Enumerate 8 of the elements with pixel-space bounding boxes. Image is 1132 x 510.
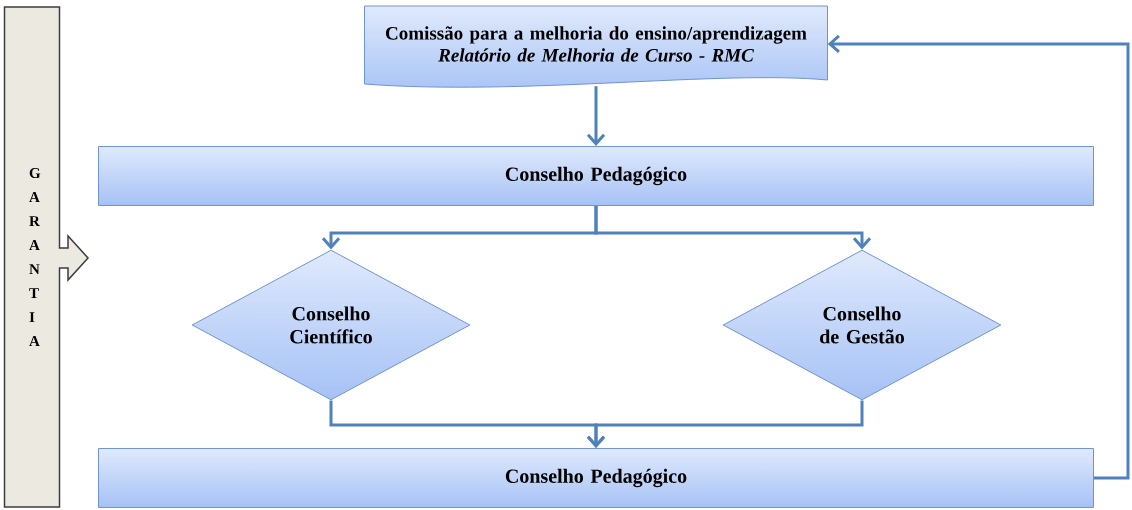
process-bar: Conselho Pedagógico <box>98 448 1094 508</box>
arrow <box>827 34 1130 480</box>
arrow <box>594 206 872 250</box>
document-box: Comissão para a melhoria do ensino/aprendizagem Relatório de Melhoria de Curso - RMC <box>364 5 828 88</box>
arrow <box>586 86 606 146</box>
arrow <box>586 400 864 448</box>
process-bar: Conselho Pedagógico <box>98 146 1094 206</box>
vertical-band: G A R A N T I A <box>3 6 90 508</box>
